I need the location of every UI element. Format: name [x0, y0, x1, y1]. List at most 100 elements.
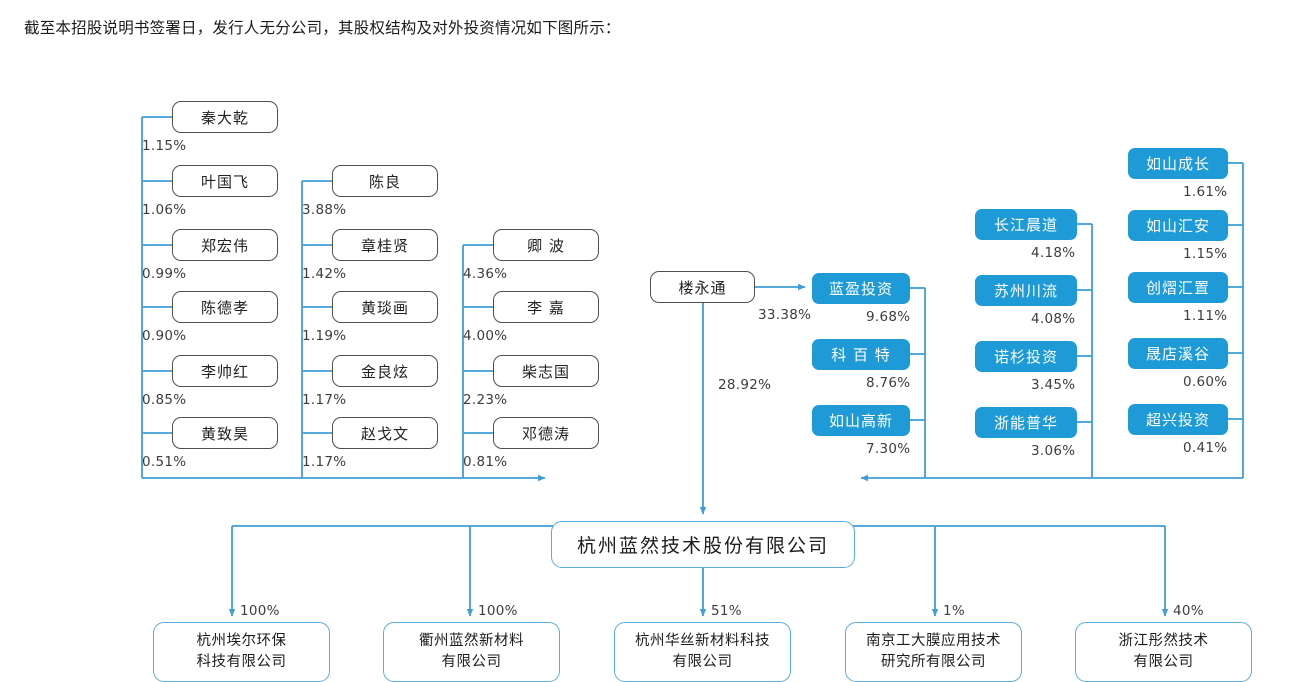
ownership-percent: 1.17%	[302, 454, 347, 470]
ownership-percent: 3.88%	[302, 202, 347, 218]
subsidiary-name-line2: 有限公司	[441, 654, 502, 670]
ownership-percent: 0.90%	[142, 328, 187, 344]
shareholder-name: 黄琰画	[360, 298, 409, 317]
ownership-percent: 1.61%	[1183, 184, 1228, 200]
shareholder-box[interactable]: 陈良	[332, 165, 438, 197]
controller-name: 楼永通	[678, 278, 727, 297]
shareholder-name: 李 嘉	[527, 298, 565, 317]
institution-name: 长江晨道	[993, 216, 1058, 234]
ownership-percent: 1.19%	[302, 328, 347, 344]
shareholder-box[interactable]: 柴志国	[493, 355, 599, 387]
shareholder-box[interactable]: 叶国飞	[172, 165, 278, 197]
shareholder-box[interactable]: 卿 波	[493, 229, 599, 261]
subsidiary-name-line1: 杭州华丝新材料科技	[635, 633, 770, 649]
shareholder-name: 叶国飞	[200, 172, 249, 191]
shareholder-name: 赵戈文	[360, 424, 409, 443]
controller-to-issuer-percent: 28.92%	[718, 377, 772, 393]
subsidiary-name-line2: 科技有限公司	[196, 654, 287, 670]
shareholder-box[interactable]: 黄琰画	[332, 291, 438, 323]
controller-to-lanying-percent: 33.38%	[758, 307, 812, 323]
subsidiary-name-line1: 杭州埃尔环保	[196, 633, 287, 649]
institution-box[interactable]: 诺杉投资	[975, 341, 1077, 372]
institution-name: 晟店溪谷	[1145, 345, 1210, 363]
institution-box[interactable]: 晟店溪谷	[1128, 338, 1228, 369]
institution-name: 如山高新	[828, 412, 893, 430]
shareholder-name: 邓德涛	[521, 424, 570, 443]
shareholder-name: 李帅红	[200, 362, 249, 381]
institution-box[interactable]: 如山高新	[812, 405, 910, 436]
institution-box[interactable]: 创熠汇置	[1128, 272, 1228, 303]
subsidiary-name-line1: 衢州蓝然新材料	[419, 633, 524, 649]
shareholder-box[interactable]: 黄致昊	[172, 417, 278, 449]
institution-name: 苏州川流	[993, 282, 1058, 300]
institution-box[interactable]: 蓝盈投资	[812, 273, 910, 304]
subsidiary-name-line2: 有限公司	[672, 654, 733, 670]
shareholder-box[interactable]: 金良炫	[332, 355, 438, 387]
ownership-percent: 0.99%	[142, 266, 187, 282]
subsidiary-percent: 100%	[478, 603, 518, 619]
controlling-shareholder-box[interactable]: 楼永通	[650, 271, 755, 303]
subsidiary-percent: 51%	[711, 603, 742, 619]
institution-name: 诺杉投资	[993, 348, 1058, 366]
ownership-percent: 9.68%	[866, 309, 911, 325]
institution-name: 科 百 特	[831, 346, 891, 364]
subsidiary-box[interactable]: 浙江彤然技术有限公司	[1075, 622, 1252, 682]
ownership-percent: 1.06%	[142, 202, 187, 218]
ownership-percent: 1.11%	[1183, 308, 1228, 324]
shareholder-box[interactable]: 李帅红	[172, 355, 278, 387]
issuer-box[interactable]: 杭州蓝然技术股份有限公司	[551, 521, 855, 568]
institution-box[interactable]: 苏州川流	[975, 275, 1077, 306]
shareholder-box[interactable]: 赵戈文	[332, 417, 438, 449]
shareholder-name: 秦大乾	[200, 108, 249, 127]
ownership-percent: 4.36%	[463, 266, 508, 282]
subsidiary-box[interactable]: 衢州蓝然新材料有限公司	[383, 622, 560, 682]
shareholder-box[interactable]: 陈德孝	[172, 291, 278, 323]
shareholder-box[interactable]: 郑宏伟	[172, 229, 278, 261]
institution-name: 超兴投资	[1145, 411, 1210, 429]
shareholder-box[interactable]: 秦大乾	[172, 101, 278, 133]
ownership-percent: 1.15%	[1183, 246, 1228, 262]
ownership-percent: 1.15%	[142, 138, 187, 154]
subsidiary-box[interactable]: 杭州华丝新材料科技有限公司	[614, 622, 791, 682]
shareholder-name: 柴志国	[521, 362, 570, 381]
institution-name: 如山成长	[1145, 155, 1210, 173]
subsidiary-box[interactable]: 杭州埃尔环保科技有限公司	[153, 622, 330, 682]
ownership-percent: 3.06%	[1031, 443, 1076, 459]
subsidiary-box[interactable]: 南京工大膜应用技术研究所有限公司	[845, 622, 1022, 682]
ownership-percent: 0.51%	[142, 454, 187, 470]
institution-name: 浙能普华	[993, 414, 1058, 432]
institution-box[interactable]: 超兴投资	[1128, 404, 1228, 435]
subsidiary-percent: 100%	[240, 603, 280, 619]
ownership-percent: 3.45%	[1031, 377, 1076, 393]
shareholder-name: 陈良	[368, 172, 401, 191]
ownership-percent: 7.30%	[866, 441, 911, 457]
ownership-structure-diagram: 秦大乾 1.15% 叶国飞 1.06% 郑宏伟 0.99% 陈德孝 0.90% …	[0, 62, 1299, 682]
ownership-percent: 4.18%	[1031, 245, 1076, 261]
subsidiary-percent: 1%	[943, 603, 966, 619]
shareholder-name: 黄致昊	[200, 424, 249, 443]
ownership-percent: 0.60%	[1183, 374, 1228, 390]
institution-name: 创熠汇置	[1145, 279, 1210, 297]
subsidiary-percent: 40%	[1173, 603, 1204, 619]
shareholder-box[interactable]: 李 嘉	[493, 291, 599, 323]
institution-box[interactable]: 长江晨道	[975, 209, 1077, 240]
ownership-percent: 0.85%	[142, 392, 187, 408]
shareholder-box[interactable]: 章桂贤	[332, 229, 438, 261]
subsidiary-name-line2: 有限公司	[1133, 654, 1194, 670]
shareholder-name: 金良炫	[360, 362, 409, 381]
ownership-percent: 1.42%	[302, 266, 347, 282]
subsidiary-name-line2: 研究所有限公司	[881, 654, 986, 670]
shareholder-name: 郑宏伟	[200, 236, 249, 255]
subsidiary-name-line1: 浙江彤然技术	[1118, 633, 1209, 649]
institution-box[interactable]: 如山成长	[1128, 148, 1228, 179]
institution-box[interactable]: 如山汇安	[1128, 210, 1228, 241]
issuer-name: 杭州蓝然技术股份有限公司	[576, 535, 829, 557]
ownership-percent: 1.17%	[302, 392, 347, 408]
shareholder-name: 卿 波	[527, 236, 565, 255]
shareholder-name: 章桂贤	[360, 236, 409, 255]
institution-box[interactable]: 科 百 特	[812, 339, 910, 370]
shareholder-box[interactable]: 邓德涛	[493, 417, 599, 449]
institution-box[interactable]: 浙能普华	[975, 407, 1077, 438]
ownership-percent: 0.81%	[463, 454, 508, 470]
ownership-percent: 2.23%	[463, 392, 508, 408]
